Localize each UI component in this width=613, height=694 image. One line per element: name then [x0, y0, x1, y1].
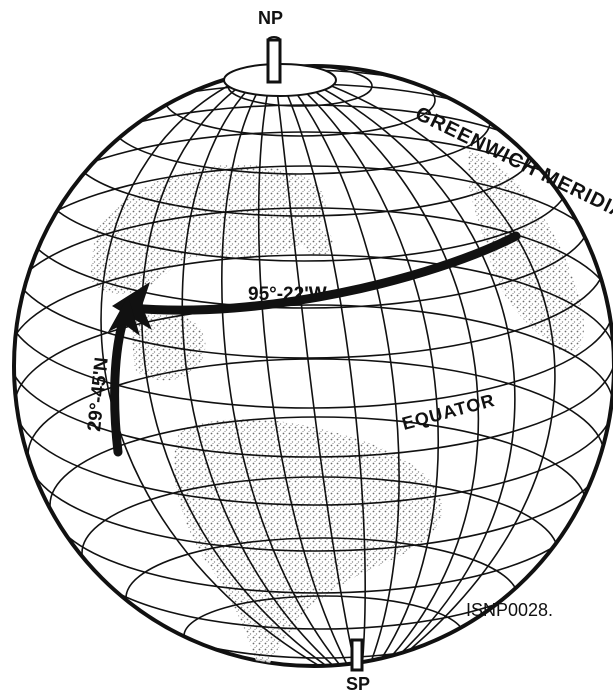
figure-id-label: ISNP0028.	[466, 600, 553, 620]
south-pole-axis	[352, 640, 362, 670]
north-pole-label: NP	[258, 8, 283, 28]
north-pole-rod	[268, 40, 280, 82]
south-pole-label: SP	[346, 674, 370, 694]
longitude-label: 95°-22'W	[248, 284, 327, 305]
